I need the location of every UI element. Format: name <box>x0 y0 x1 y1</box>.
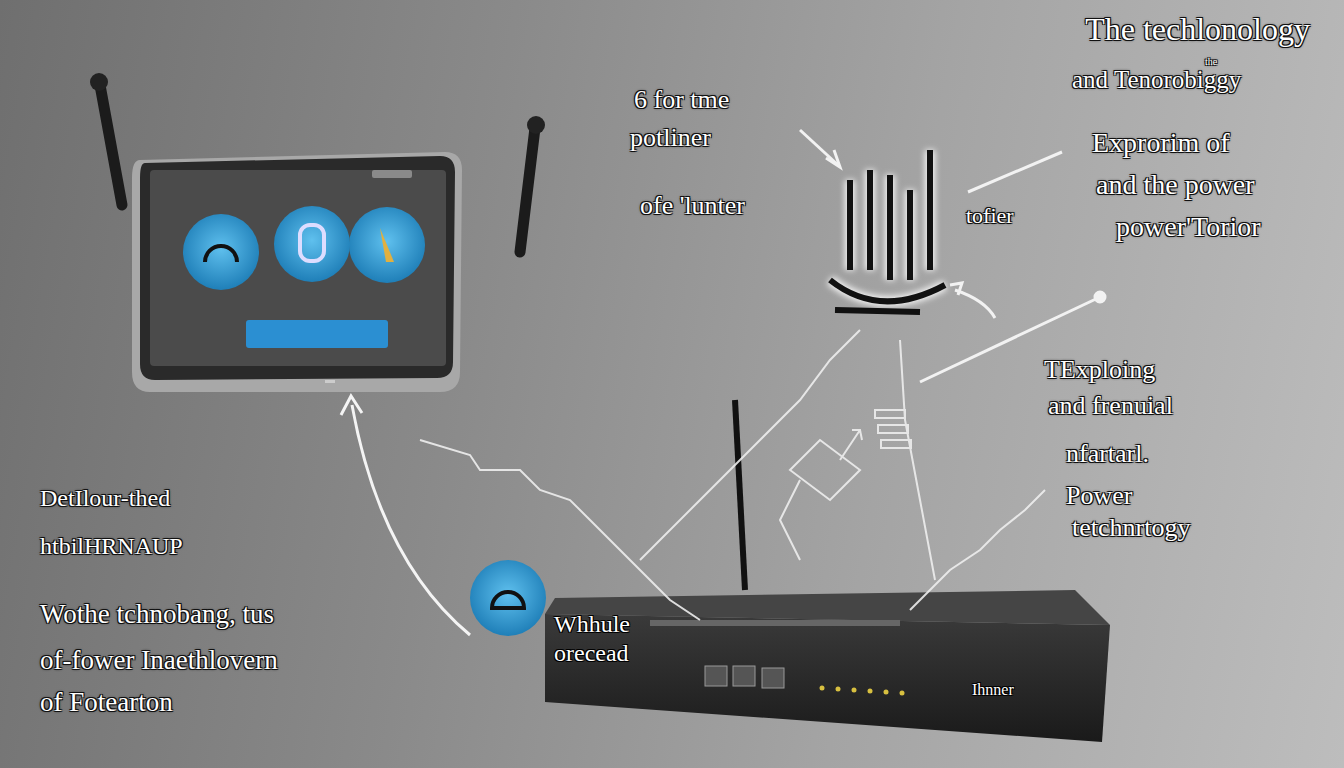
label-text: the <box>1205 56 1217 67</box>
antenna <box>520 116 545 252</box>
label-text: Wothe tchnobang, tus <box>40 600 274 630</box>
device-brand: Ihnner <box>972 680 1014 699</box>
antenna <box>90 73 122 205</box>
label-text: and the power <box>1096 170 1255 201</box>
signal-path <box>420 330 1045 620</box>
label-text: Power <box>1066 482 1132 511</box>
label-text: potliner <box>630 124 711 153</box>
label-text: of Fotearton <box>40 688 173 718</box>
label-text: power'Torior <box>1116 212 1261 243</box>
label-text: and frenuial <box>1048 392 1173 421</box>
label-text: tetchnrtogy <box>1072 514 1190 543</box>
hand-symbol <box>830 150 945 312</box>
label-text: tofier <box>966 204 1014 228</box>
router-box: Whhule oreceadIhnner <box>540 598 1115 744</box>
label-text: of-fower Inaethlovern <box>40 646 278 676</box>
antenna <box>735 400 745 590</box>
label-text: Exprorim of <box>1092 128 1230 159</box>
label-text: The techlonology <box>1085 12 1310 47</box>
tablet <box>132 152 462 392</box>
signal-arrow <box>341 396 470 635</box>
label-text: and Tenorobiggy <box>1072 66 1241 94</box>
label-text: nfartarl. <box>1066 440 1149 469</box>
label-text: 6 for tme <box>634 86 729 115</box>
label-text: DetIlour-thed <box>40 485 170 511</box>
label-text: htbilHRNAUP <box>40 533 183 559</box>
label-text: ofe 'lunter <box>640 192 745 221</box>
label-text: TExploing <box>1044 356 1155 385</box>
router <box>545 590 1110 742</box>
app-icon <box>470 560 546 636</box>
device-label: Whhule orecead <box>554 610 674 668</box>
